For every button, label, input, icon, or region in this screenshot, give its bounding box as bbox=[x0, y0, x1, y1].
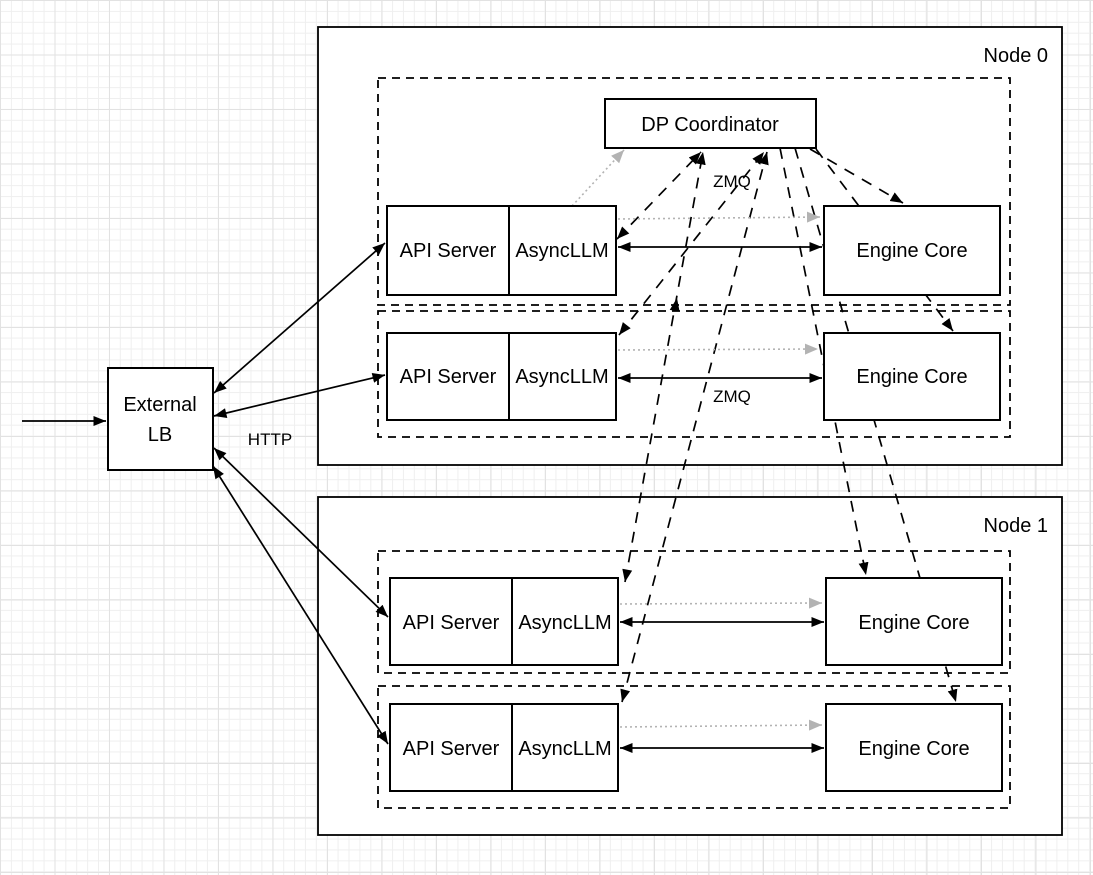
node1-row1-engine-core-label: Engine Core bbox=[858, 612, 969, 634]
external-lb-label-line2: LB bbox=[148, 424, 172, 446]
node1-row2-api-async-box bbox=[389, 703, 619, 792]
node0-row2-async-llm-label: AsyncLLM bbox=[515, 366, 608, 388]
node1-label: Node 1 bbox=[984, 515, 1049, 537]
dp-coordinator-box bbox=[604, 98, 817, 149]
edge-node1-async1-engine1-dotted bbox=[619, 597, 823, 609]
node0-row1-async-llm-label: AsyncLLM bbox=[515, 240, 608, 262]
node1-row2-engine-core-label: Engine Core bbox=[858, 738, 969, 760]
edge-dp-node0-engine2 bbox=[815, 148, 954, 332]
node1-row2-engine-core-box bbox=[825, 703, 1003, 792]
node0-row1-engine-core-box bbox=[823, 205, 1001, 296]
node1-row1-api-server-label: API Server bbox=[403, 612, 500, 634]
node1-row1-api-async-box bbox=[389, 577, 619, 666]
zmq-label-top: ZMQ bbox=[713, 172, 751, 191]
node0-row2-api-server-label: API Server bbox=[400, 366, 497, 388]
node1-row1-async-llm-label: AsyncLLM bbox=[518, 612, 611, 634]
edge-dp-node1-engine1 bbox=[779, 147, 869, 576]
edge-node1-async2-engine2-dotted bbox=[619, 719, 823, 731]
edge-lb-node1-api2 bbox=[212, 465, 389, 745]
node1-row2-async-llm-label: AsyncLLM bbox=[518, 738, 611, 760]
node0-row2-engine-core-label: Engine Core bbox=[856, 366, 967, 388]
node0-label: Node 0 bbox=[984, 45, 1049, 67]
edge-node0-async1-engine1-dotted bbox=[617, 211, 821, 223]
node0-row1-api-async-box bbox=[386, 205, 617, 296]
node1-row1-engine-core-box bbox=[825, 577, 1003, 666]
edge-dp-node0-engine1 bbox=[809, 148, 904, 204]
edge-node1-async2-dp bbox=[620, 151, 769, 703]
external-lb-box bbox=[107, 367, 214, 471]
dp-coordinator-label: DP Coordinator bbox=[641, 114, 779, 136]
node0-row2-api-async-box bbox=[386, 332, 617, 421]
edge-lb-node0-api2 bbox=[213, 373, 386, 418]
http-label: HTTP bbox=[248, 430, 292, 449]
node0-row1-engine-core-label: Engine Core bbox=[856, 240, 967, 262]
edge-node0-async2-engine2-dotted bbox=[617, 343, 819, 355]
node1-row2-api-server-label: API Server bbox=[403, 738, 500, 760]
node0-row1-api-server-label: API Server bbox=[400, 240, 497, 262]
node0-group1-dashed-box bbox=[377, 77, 1011, 306]
external-lb-label-line1: External bbox=[123, 394, 196, 416]
mid-arrowhead bbox=[669, 298, 680, 312]
zmq-label-mid: ZMQ bbox=[713, 387, 751, 406]
edge-lb-node0-api1 bbox=[213, 242, 386, 394]
node0-row2-engine-core-box bbox=[823, 332, 1001, 421]
